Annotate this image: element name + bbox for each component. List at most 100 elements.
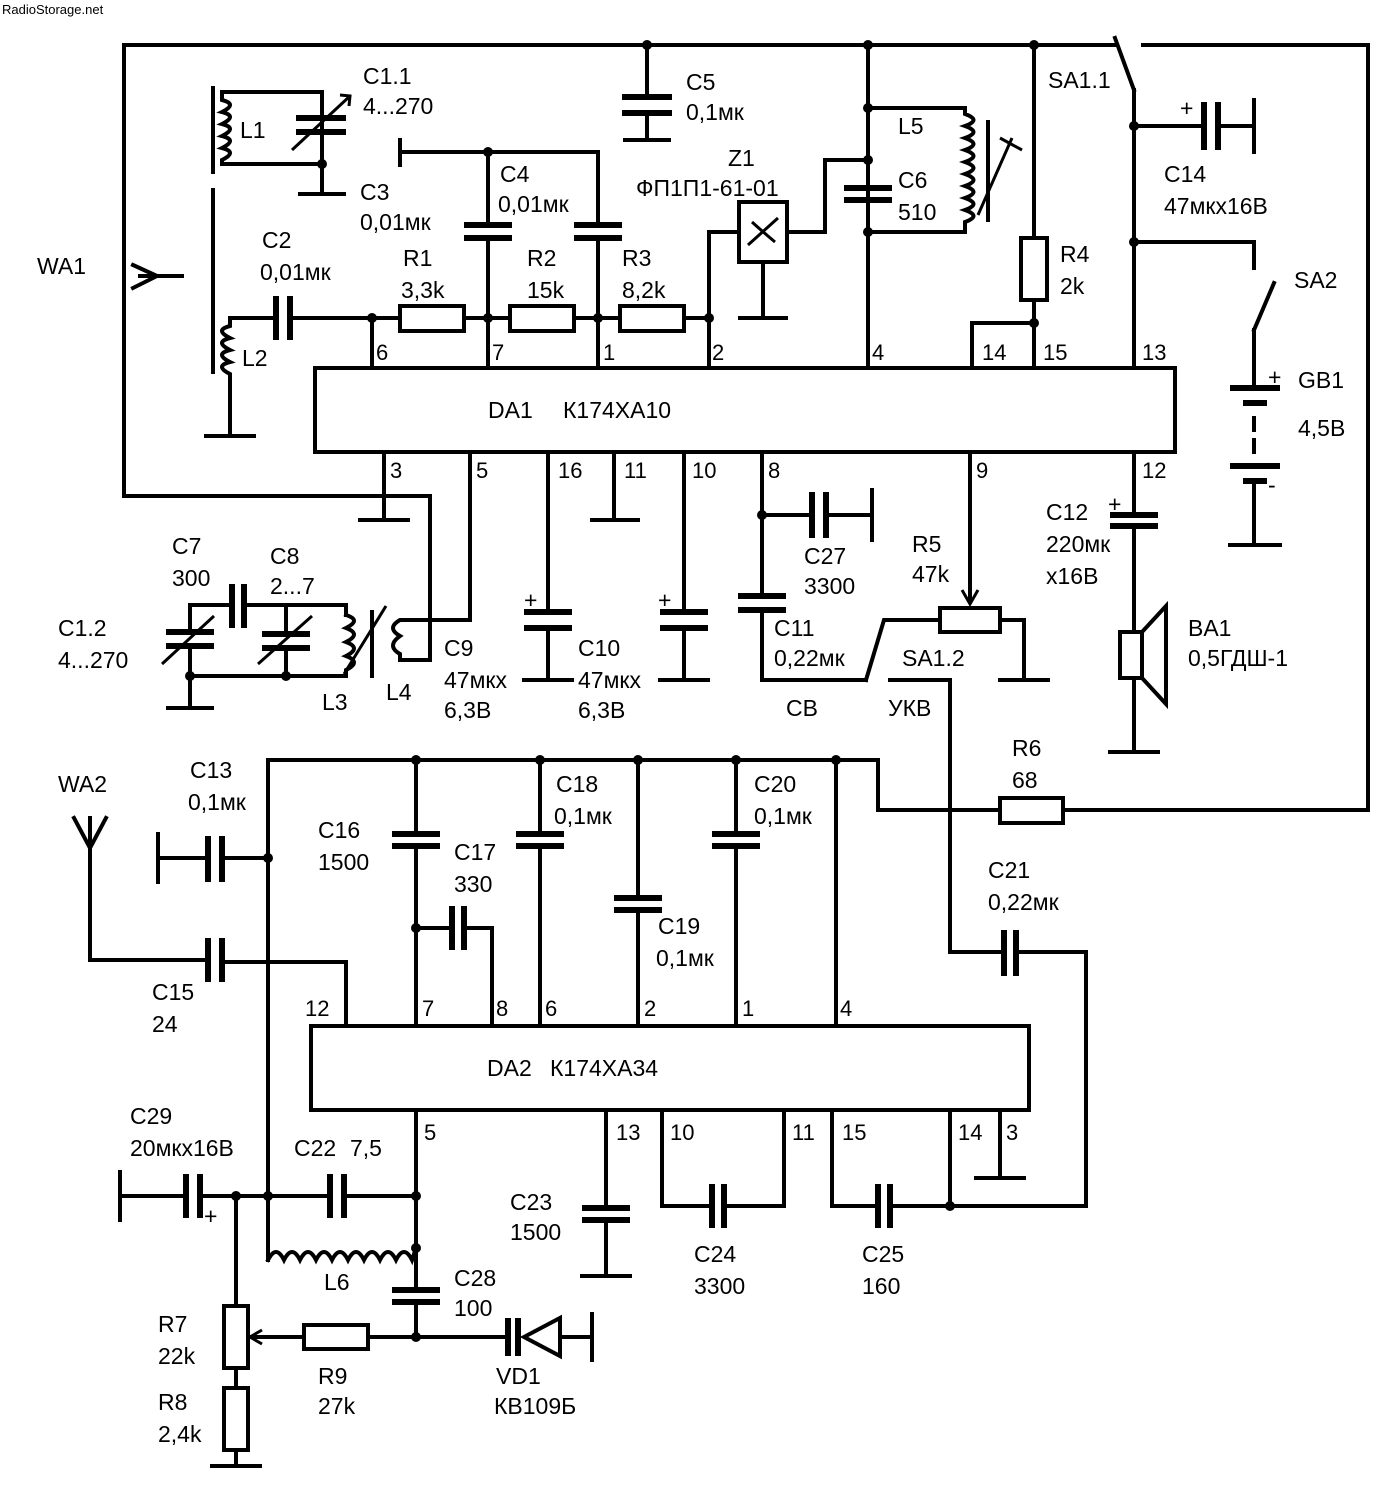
- capacitor-c2: [273, 296, 402, 340]
- label-c12-value2: х16В: [1046, 563, 1098, 589]
- label-l5: L5: [898, 113, 924, 139]
- label-c20-value: 0,1мк: [754, 803, 813, 829]
- label-c23: C23: [510, 1189, 552, 1215]
- pin-label: 4: [840, 996, 852, 1021]
- resistor-r6: [998, 796, 1065, 825]
- label-c21: C21: [988, 857, 1030, 883]
- label-switch-am: СВ: [786, 695, 818, 721]
- pin-label: 6: [376, 340, 388, 365]
- label-c15: C15: [152, 979, 194, 1005]
- pin-label: 7: [492, 340, 504, 365]
- label-c10: C10: [578, 635, 620, 661]
- label-c18-value: 0,1мк: [554, 803, 613, 829]
- label-c22-value: 7,5: [350, 1135, 382, 1161]
- ic-da2-type: К174ХА34: [550, 1055, 658, 1081]
- label-c24-value: 3300: [694, 1273, 745, 1299]
- label-c17: C17: [454, 839, 496, 865]
- pin-label: 6: [545, 996, 557, 1021]
- pin-label: 5: [424, 1120, 436, 1145]
- label-ba1-value: 0,5ГДШ-1: [1188, 645, 1288, 671]
- da1-pin-wires-top: [367, 313, 714, 370]
- tank-l5-c6: [844, 43, 1023, 370]
- ic-da2-body: [309, 1024, 1031, 1112]
- tank-l3-l4: [160, 584, 422, 710]
- label-c28: C28: [454, 1265, 496, 1291]
- label-c21-value: 0,22мк: [988, 889, 1060, 915]
- label-r9: R9: [318, 1363, 347, 1389]
- da1-bottom-wiring: + + +: [122, 450, 1168, 954]
- resistor-r7: [222, 1304, 250, 1370]
- label-c4: C4: [500, 161, 530, 187]
- label-l2: L2: [242, 345, 268, 371]
- label-c1-2-value: 4...270: [58, 647, 128, 673]
- label-c16-value: 1500: [318, 849, 369, 875]
- label-r5-value: 47k: [912, 561, 950, 587]
- da1-bottom-pins: 3 5 16 11 10 8 9 12: [390, 458, 1166, 483]
- label-c10-value2: 6,3В: [578, 697, 625, 723]
- pin-label: 3: [1006, 1120, 1018, 1145]
- label-c4-value: 0,01мк: [498, 191, 570, 217]
- label-r4: R4: [1060, 241, 1090, 267]
- capacitor-c3: [398, 138, 600, 320]
- label-r7-value: 22k: [158, 1343, 196, 1369]
- pin-label: 13: [616, 1120, 640, 1145]
- pin-label: 13: [1142, 340, 1166, 365]
- label-sa2: SA2: [1294, 267, 1337, 293]
- label-c13: C13: [190, 757, 232, 783]
- pin-label: 15: [842, 1120, 866, 1145]
- label-c12-value: 220мк: [1046, 531, 1111, 557]
- svg-text:+: +: [1108, 491, 1121, 517]
- label-c27-value: 3300: [804, 573, 855, 599]
- label-c14: C14: [1164, 161, 1206, 187]
- label-c9-value2: 6,3В: [444, 697, 491, 723]
- label-c20: C20: [754, 771, 796, 797]
- svg-text:-: -: [1268, 472, 1276, 498]
- label-z1: Z1: [728, 145, 755, 171]
- label-c9: C9: [444, 635, 473, 661]
- pin-label: 2: [644, 996, 656, 1021]
- capacitor-c4: [574, 222, 622, 320]
- pin-label: 9: [976, 458, 988, 483]
- label-ba1: BA1: [1188, 615, 1231, 641]
- capacitor-c21: [948, 930, 1088, 1208]
- label-c18: C18: [556, 771, 598, 797]
- label-c17-value: 330: [454, 871, 492, 897]
- label-r4-value: 2k: [1060, 273, 1085, 299]
- resistor-r9: [302, 1323, 370, 1351]
- label-sa1-2: SA1.2: [902, 645, 965, 671]
- label-c3-value: 0,01мк: [360, 209, 432, 235]
- label-c23-value: 1500: [510, 1219, 561, 1245]
- label-l3: L3: [322, 689, 348, 715]
- label-c27: C27: [804, 543, 846, 569]
- label-c6-value: 510: [898, 199, 936, 225]
- pin-label: 12: [305, 996, 329, 1021]
- label-r1: R1: [403, 245, 432, 271]
- switch-sa2-battery-gb1: + -: [1129, 237, 1282, 547]
- pin-label: 2: [712, 340, 724, 365]
- label-c10-value: 47мкх: [578, 667, 641, 693]
- pin-label: 1: [603, 340, 615, 365]
- label-r2: R2: [527, 245, 556, 271]
- ic-da1-body: [313, 366, 1177, 454]
- pin-label: 11: [792, 1120, 815, 1145]
- da2-top-pins: 12 7 8 6 2 1 4: [305, 996, 852, 1021]
- label-r3-value: 8,2k: [622, 277, 666, 303]
- pin-label: 4: [872, 340, 884, 365]
- label-c29-value: 20мкх16В: [130, 1135, 234, 1161]
- label-r9-value: 27k: [318, 1393, 356, 1419]
- resistor-r5: [938, 606, 1002, 634]
- label-c5-value: 0,1мк: [686, 99, 745, 125]
- ic-da2-ref: DA2: [487, 1055, 532, 1081]
- label-c1-2: C1.2: [58, 615, 107, 641]
- label-r6-value: 68: [1012, 767, 1038, 793]
- label-r5: R5: [912, 531, 941, 557]
- ic-da1-ref: DA1: [488, 397, 533, 423]
- label-r7: R7: [158, 1311, 187, 1337]
- label-wa1: WA1: [37, 253, 86, 279]
- label-r6: R6: [1012, 735, 1041, 761]
- resistor-r3: [618, 304, 686, 333]
- label-vd1: VD1: [496, 1363, 541, 1389]
- label-c19: C19: [658, 913, 700, 939]
- da1-top-pins: 6 7 1 2 4 14 15 13: [376, 340, 1166, 365]
